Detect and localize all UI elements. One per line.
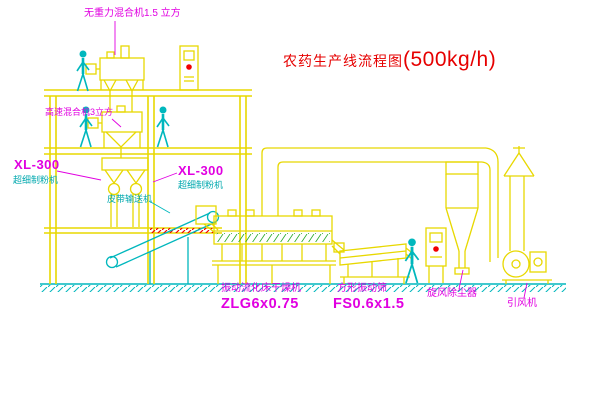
high-speed-mixer	[87, 105, 143, 158]
label-gravity-mixer: 无重力混合机1.5 立方	[84, 8, 181, 19]
control-cabinet-top	[179, 45, 199, 91]
label-screen-model: FS0.6x1.5	[333, 296, 405, 312]
cyclone-separator	[445, 161, 479, 275]
diagram-title: 农药生产线流程图 (500kg/h)	[283, 48, 496, 72]
label-mill-left-name: 超细制粉机	[13, 175, 59, 185]
vibrating-screen	[333, 242, 417, 284]
indicator-light	[433, 246, 439, 252]
mill-unit	[101, 157, 149, 227]
control-cabinet-right	[425, 227, 447, 283]
label-dryer-model: ZLG6x0.75	[221, 296, 299, 312]
worker-figure	[403, 237, 421, 285]
label-cyclone: 旋风除尘器	[427, 288, 477, 299]
fluid-bed-dryer	[195, 205, 345, 284]
label-belt-conveyor: 皮带输送机	[107, 194, 153, 204]
worker-figure	[75, 49, 91, 93]
title-text: 农药生产线流程图	[283, 53, 403, 69]
label-high-speed-mixer: 高速混合机3立方	[45, 107, 114, 117]
label-mill-right-name: 超细制粉机	[178, 180, 224, 190]
label-mill-left-model: XL-300	[14, 157, 60, 172]
exhaust-stack	[503, 146, 535, 251]
platform-red-hatch	[150, 228, 214, 233]
label-fan: 引风机	[507, 298, 537, 309]
induced-draft-fan	[502, 250, 552, 284]
belt-conveyor	[105, 210, 220, 284]
gravity-mixer	[85, 45, 145, 112]
indicator-light	[186, 64, 192, 70]
label-dryer-name: 振动流化床干燥机	[221, 283, 301, 294]
worker-figure	[155, 105, 171, 149]
exhaust-duct	[261, 147, 499, 262]
label-mill-right-model: XL-300	[178, 163, 224, 178]
ground-hatch	[40, 285, 566, 292]
label-screen-name: 方形振动筛	[337, 283, 387, 294]
title-capacity: (500kg/h)	[403, 48, 497, 71]
ground-line	[40, 283, 566, 292]
dryer-mesh	[216, 233, 330, 242]
leader-lines	[56, 21, 528, 299]
